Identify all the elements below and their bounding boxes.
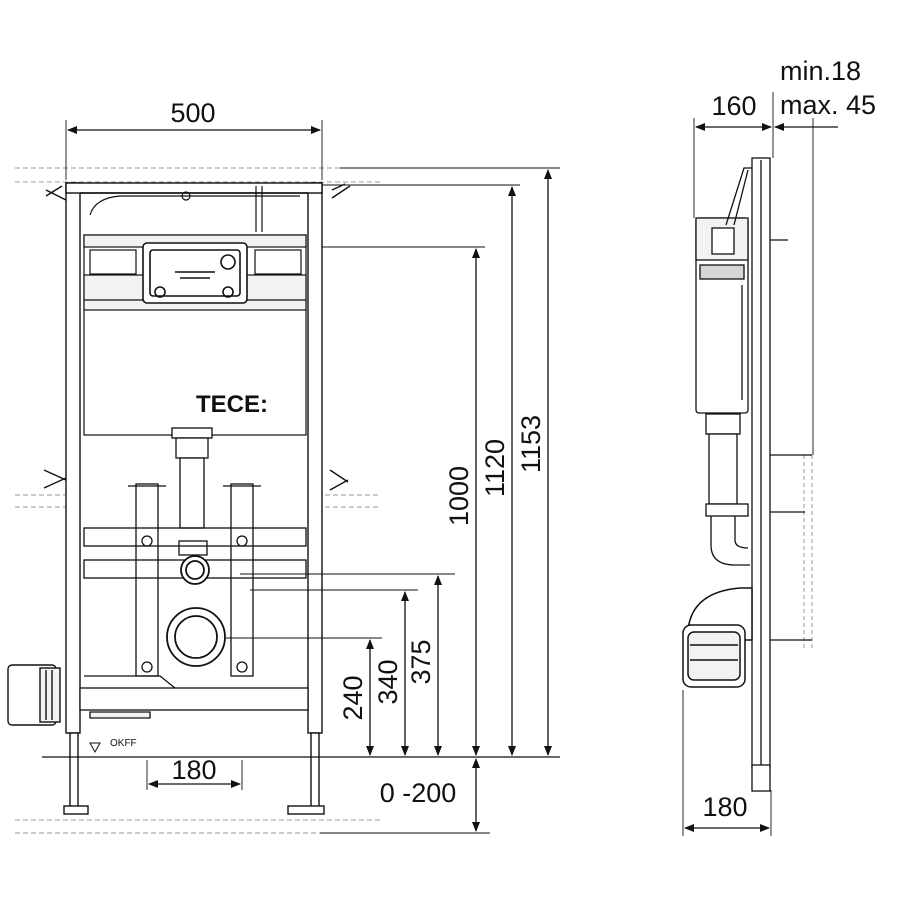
dim-depth-160: 160 bbox=[711, 91, 756, 121]
drain-elbow bbox=[682, 587, 753, 688]
dim-foot-range: 0 -200 bbox=[380, 778, 457, 808]
floor-reference: OKFF bbox=[42, 738, 560, 758]
drain-connections bbox=[166, 555, 226, 667]
flush-pipe bbox=[171, 427, 213, 556]
flush-plate-box bbox=[142, 242, 248, 304]
brand-label: TECE: bbox=[196, 391, 268, 418]
dim-depth-180: 180 bbox=[702, 792, 747, 822]
side-extension-lines bbox=[682, 92, 814, 836]
cistern bbox=[83, 186, 307, 436]
dim-height-240: 240 bbox=[338, 675, 368, 720]
bottom-crossbar bbox=[79, 675, 309, 719]
side-view: 160 min.18 max. 45 180 bbox=[682, 56, 876, 836]
floor-label: OKFF bbox=[110, 738, 137, 749]
waste-connector bbox=[7, 664, 61, 726]
wall-surface bbox=[803, 455, 813, 650]
dim-height-1120: 1120 bbox=[480, 439, 510, 497]
side-pipe bbox=[705, 413, 750, 566]
dim-wall-min: min.18 bbox=[780, 56, 861, 86]
extension-lines bbox=[65, 120, 560, 834]
dim-height-1000: 1000 bbox=[444, 466, 474, 526]
mounting-rail bbox=[751, 157, 812, 792]
dim-wall-max: max. 45 bbox=[780, 90, 876, 120]
cistern-side bbox=[695, 167, 752, 414]
dim-frame-width: 500 bbox=[170, 98, 215, 128]
support-brackets bbox=[83, 483, 307, 677]
side-dimension-lines bbox=[684, 123, 838, 832]
dim-bracket-spacing: 180 bbox=[171, 755, 216, 785]
dim-height-375: 375 bbox=[406, 639, 436, 684]
frame bbox=[43, 182, 351, 815]
dimension-lines bbox=[67, 126, 552, 832]
ceiling-hatch bbox=[15, 167, 380, 834]
front-view: TECE: bbox=[7, 98, 560, 834]
dim-height-340: 340 bbox=[373, 659, 403, 704]
dim-height-1153: 1153 bbox=[516, 415, 546, 473]
